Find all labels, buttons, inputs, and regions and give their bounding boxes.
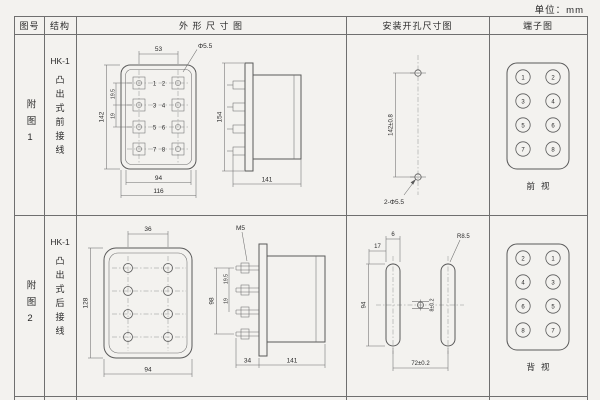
terminal-diagram-front-wired: 1 2 3 4 5 6 7 8 bbox=[506, 62, 570, 169]
structure-cell-1: HK-1 凸出式前接线 bbox=[44, 34, 76, 215]
mounting-cell-1: 142±0.8 2-Φ5.5 bbox=[346, 34, 489, 215]
figure-cell-2: 附图2 bbox=[15, 215, 44, 396]
front-view: 1 2 3 4 5 6 7 8 bbox=[120, 64, 197, 169]
header-structure: 结构 bbox=[49, 21, 70, 31]
header-outline: 外 形 尺 寸 图 bbox=[178, 21, 243, 31]
dim-label: R8.5 bbox=[457, 234, 470, 240]
structure-label: 凸出式前接线 bbox=[54, 75, 65, 159]
mounting-cell-2: 17 6 R8.5 94 8±0.2 72±0.2 bbox=[346, 215, 489, 396]
terminal-number: 1 bbox=[153, 81, 157, 87]
terminal-number: 2 bbox=[521, 256, 525, 262]
header-terminal: 端子图 bbox=[522, 21, 553, 31]
dim-label: 154 bbox=[217, 111, 224, 122]
terminal-number: 3 bbox=[551, 280, 555, 286]
terminal-number: 6 bbox=[521, 304, 525, 310]
dim-label: 142±0.8 bbox=[388, 113, 394, 135]
grid-line bbox=[15, 215, 587, 216]
terminal-number: 8 bbox=[551, 147, 555, 153]
front-view-dimensions: 53 Φ5.5 142 19.5 19 94 116 bbox=[99, 43, 213, 198]
terminal-number: 4 bbox=[551, 99, 555, 105]
dim-label: 19 bbox=[111, 113, 117, 119]
dim-label: 6 bbox=[391, 232, 395, 238]
terminal-number: 5 bbox=[521, 123, 525, 129]
dim-label: 36 bbox=[144, 226, 152, 233]
structure-cell-2: HK-1 凸出式后接线 bbox=[44, 215, 76, 396]
front-view-dimensions: 36 128 94 bbox=[83, 226, 193, 377]
grid-line bbox=[76, 17, 77, 400]
dim-label: 141 bbox=[287, 357, 298, 364]
side-view: 154 141 bbox=[217, 62, 302, 187]
dim-label: 19 bbox=[224, 298, 230, 304]
dim-label: 34 bbox=[244, 357, 252, 364]
dim-label: 94 bbox=[361, 301, 367, 308]
terminal-number: 7 bbox=[521, 147, 525, 153]
unit-label: 单位：mm bbox=[534, 5, 584, 16]
dim-label: 19.5 bbox=[111, 88, 117, 98]
dim-label: 141 bbox=[262, 176, 273, 183]
figure-number: 附图1 bbox=[24, 99, 36, 150]
dim-label: 94 bbox=[155, 175, 163, 182]
outline-cell-1: 1 2 3 4 5 6 7 8 53 Φ5.5 142 bbox=[76, 34, 346, 215]
side-view: M5 98 19.5 19 34 141 bbox=[209, 225, 326, 368]
dim-label: M5 bbox=[236, 225, 245, 232]
grid-line bbox=[489, 17, 490, 400]
mounting-drawing-rear-wired: 17 6 R8.5 94 8±0.2 72±0.2 bbox=[361, 232, 470, 371]
terminal-number: 1 bbox=[521, 75, 525, 81]
terminal-number: 5 bbox=[153, 125, 157, 131]
dim-label: 19.5 bbox=[224, 273, 230, 283]
front-view bbox=[103, 247, 193, 358]
terminal-number: 7 bbox=[551, 328, 555, 334]
dim-label: 94 bbox=[144, 366, 152, 373]
grid-line bbox=[15, 34, 587, 35]
terminal-number: 4 bbox=[162, 103, 166, 109]
figure-number: 附图2 bbox=[24, 280, 36, 331]
grid-line bbox=[346, 17, 347, 400]
terminal-number: 6 bbox=[162, 125, 166, 131]
header-figure: 图号 bbox=[19, 21, 40, 31]
figure-cell-1: 附图1 bbox=[15, 34, 44, 215]
structure-label: 凸出式后接线 bbox=[54, 256, 65, 340]
terminal-cell-2: 2 1 4 3 6 5 8 7 背视 bbox=[489, 215, 587, 396]
terminal-number: 2 bbox=[162, 81, 166, 87]
terminal-number: 2 bbox=[551, 75, 555, 81]
terminal-number: 3 bbox=[521, 99, 525, 105]
model-label: HK-1 bbox=[50, 237, 70, 247]
view-label: 前视 bbox=[526, 180, 556, 191]
outline-cell-2: 36 128 94 M5 bbox=[76, 215, 346, 396]
mounting-drawing-front-wired: 142±0.8 2-Φ5.5 bbox=[384, 54, 426, 206]
terminal-cell-1: 1 2 3 4 5 6 7 8 前视 bbox=[489, 34, 587, 215]
dim-label: 116 bbox=[153, 188, 164, 195]
terminal-number: 4 bbox=[521, 280, 525, 286]
terminal-diagram-rear-wired: 2 1 4 3 6 5 8 7 bbox=[506, 243, 570, 350]
terminal-number: 6 bbox=[551, 123, 555, 129]
dim-label: 17 bbox=[374, 244, 381, 250]
grid-line bbox=[44, 17, 45, 400]
dim-label: 53 bbox=[155, 46, 163, 53]
header-mounting: 安装开孔尺寸图 bbox=[382, 21, 453, 31]
outline-drawing-rear-wired: 36 128 94 M5 bbox=[83, 225, 326, 377]
view-label: 背视 bbox=[526, 361, 556, 372]
dim-label: Φ5.5 bbox=[198, 43, 213, 50]
dim-label: 2-Φ5.5 bbox=[384, 199, 404, 206]
grid-line bbox=[15, 396, 587, 397]
model-label: HK-1 bbox=[50, 56, 70, 66]
dim-label: 128 bbox=[83, 297, 90, 308]
terminal-number: 5 bbox=[551, 304, 555, 310]
dim-label: 98 bbox=[209, 297, 216, 305]
dimension-table: 图号 结构 外 形 尺 寸 图 安装开孔尺寸图 端子图 附图1 HK-1 凸出式… bbox=[14, 16, 588, 400]
dim-label: 8±0.2 bbox=[429, 298, 435, 311]
terminal-number: 3 bbox=[153, 103, 157, 109]
terminal-number: 8 bbox=[162, 147, 166, 153]
outline-drawing-front-wired: 1 2 3 4 5 6 7 8 53 Φ5.5 142 bbox=[99, 43, 302, 198]
terminal-number: 8 bbox=[521, 328, 525, 334]
dim-label: 72±0.2 bbox=[411, 361, 430, 367]
terminal-number: 1 bbox=[551, 256, 555, 262]
dim-label: 142 bbox=[99, 111, 106, 122]
terminal-number: 7 bbox=[153, 147, 157, 153]
